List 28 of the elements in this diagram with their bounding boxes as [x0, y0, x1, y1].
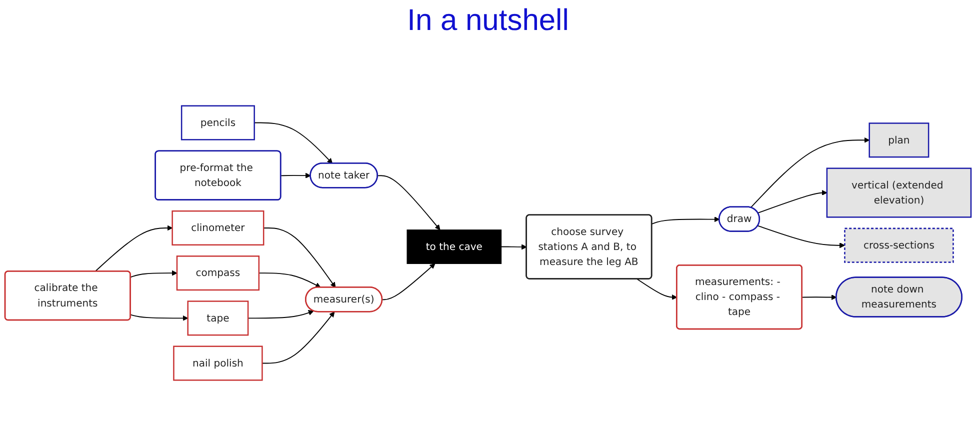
arrow [636, 278, 678, 300]
node-box: compass [176, 256, 260, 291]
node-box: pencils [180, 105, 255, 140]
node-box: to the cave [406, 230, 502, 264]
node-box: tape [187, 300, 249, 336]
diagram-title: In a nutshell [407, 4, 569, 37]
arrow [802, 294, 837, 300]
node-box: nail polish [173, 346, 263, 381]
node-box: vertical (extended elevation) [826, 168, 972, 218]
arrow [651, 216, 720, 224]
arrow [258, 272, 321, 288]
node-box: cross-sections [844, 228, 954, 263]
arrow [757, 225, 845, 248]
arrow [757, 190, 828, 214]
arrow [248, 310, 314, 319]
arrow [130, 314, 188, 321]
arrow [280, 172, 311, 178]
arrow [750, 137, 870, 208]
arrow [254, 122, 333, 164]
arrow [263, 228, 336, 288]
arrow [377, 175, 440, 230]
arrow [262, 312, 335, 364]
node-box: clinometer [172, 210, 264, 246]
arrow [500, 244, 527, 250]
arrow [130, 270, 178, 278]
arrow [382, 263, 436, 300]
node-box: plan [868, 122, 930, 158]
arrow [94, 225, 173, 272]
